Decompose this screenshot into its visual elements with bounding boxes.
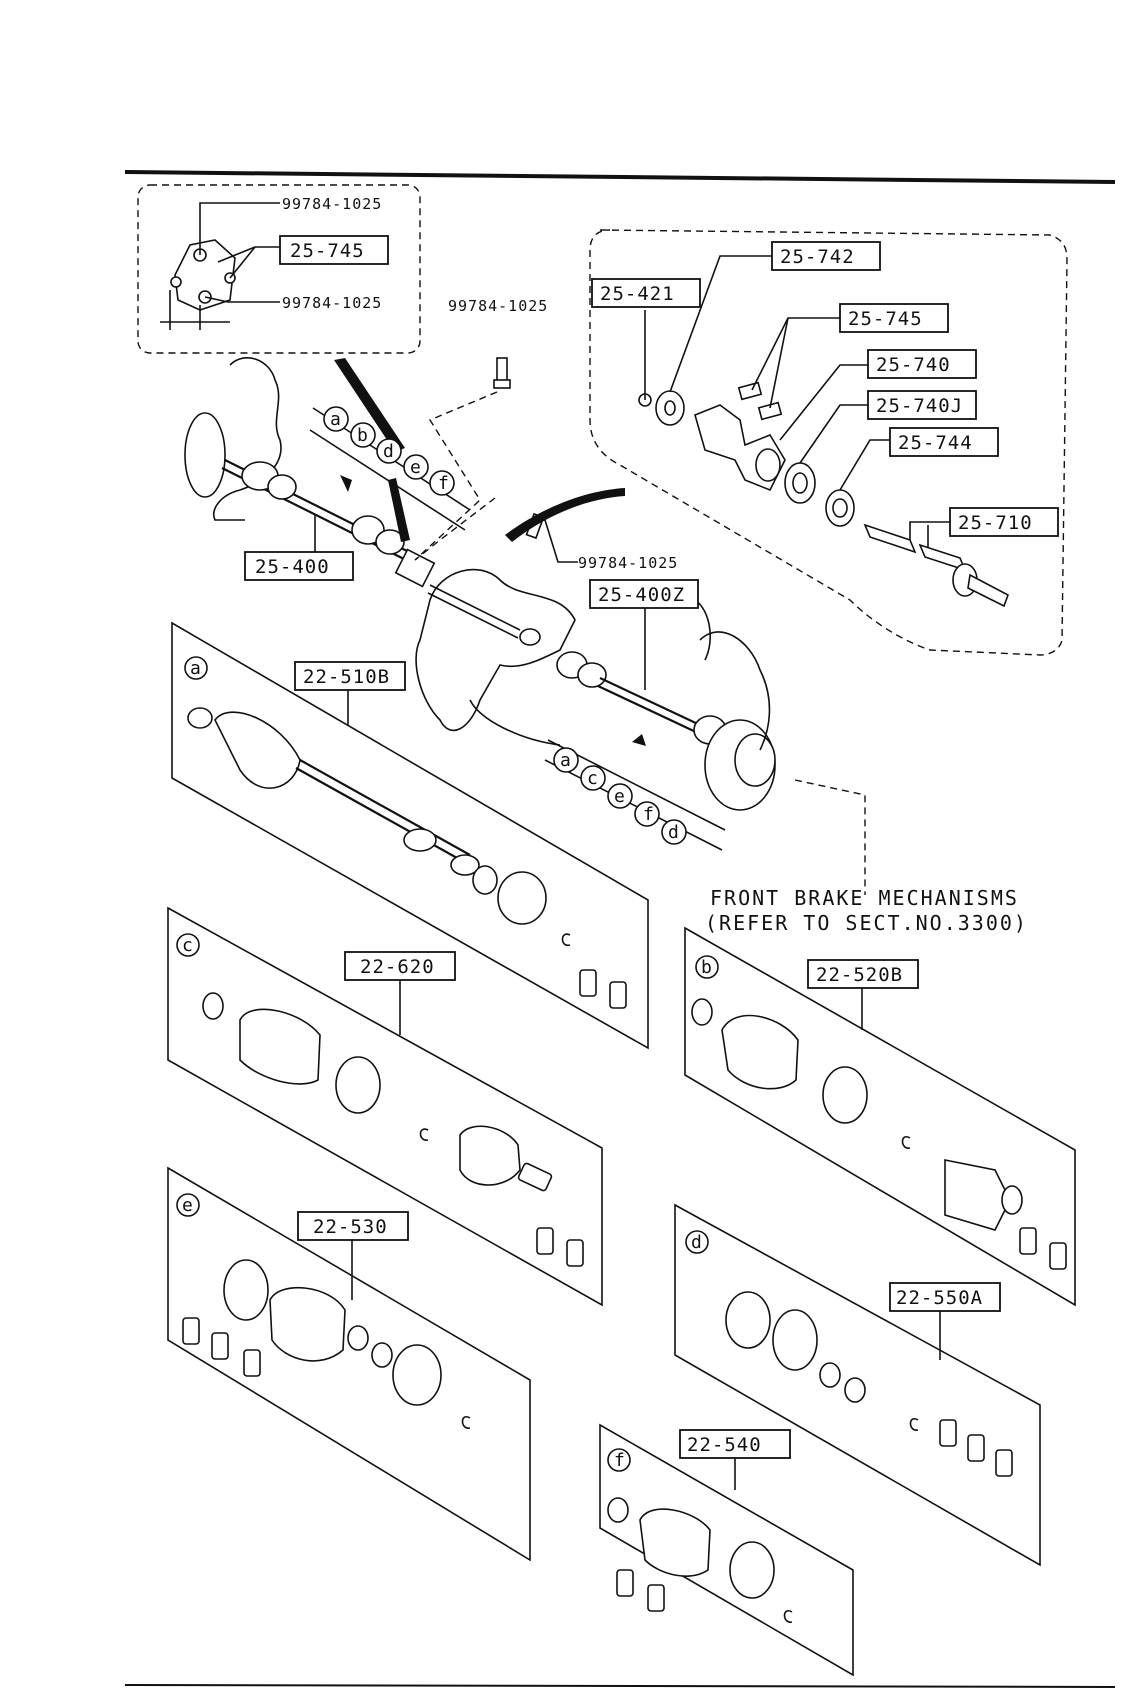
panel-b-part-number: 22-520B [816,964,903,986]
inset-lower-bolt-label: 99784-1025 [282,294,382,312]
left-driveshaft-part-number: 25-400 [255,556,330,578]
seal-part-number: 25-744 [898,432,973,454]
center-mid-bolt-label: 99784-1025 [578,554,678,572]
washer-part-number: 25-742 [780,246,855,268]
bearing-inset [589,229,1068,656]
kit-letter-right-4: f [643,804,654,825]
panel-e-letter: e [182,1195,193,1216]
kit-letters-right [544,739,726,851]
kit-panel-b [684,926,1076,1307]
bearing-bracket-part-number: 25-745 [848,308,923,330]
kit-panel-a [171,621,649,1050]
kit-letters-left [309,406,471,531]
kit-letter-right-5: d [668,822,679,843]
kit-letter-left-2: b [357,425,368,446]
kit-letter-right-3: e [614,786,625,807]
kit-letter-left-3: d [383,441,394,462]
panel-a-part-number: 22-510B [303,666,390,688]
panel-c-part-number: 22-620 [360,956,435,978]
right-driveshaft-part-number: 25-400Z [598,584,685,606]
joint-shaft-part-number: 25-710 [958,512,1033,534]
inset-upper-bolt-label: 99784-1025 [282,195,382,213]
bearing-kit-part-number: 25-740J [876,395,963,417]
bracket-inset [137,184,421,354]
panel-a-letter: a [190,658,201,679]
panel-f-letter: f [614,1450,625,1471]
panel-c-letter: c [182,935,193,956]
panel-f-part-number: 22-540 [687,1434,762,1456]
panel-e-part-number: 22-530 [313,1216,388,1238]
bearing-housing-part-number: 25-740 [876,354,951,376]
kit-panel-f [599,1423,854,1677]
seal-clip-part-number: 25-421 [600,283,675,305]
kit-panel-d [674,1203,1041,1567]
kit-letter-left-4: e [410,457,421,478]
brake-note-line-2: (REFER TO SECT.NO.3300) [705,911,1028,935]
center-assembly-drawing [184,356,866,895]
bottom-rule [124,1684,1116,1688]
kit-letter-left-1: a [330,409,341,430]
top-rule [124,170,1116,184]
kit-panel-e [167,1166,531,1562]
kit-letter-right-1: a [560,750,571,771]
kit-letter-right-2: c [587,768,598,789]
kit-panel-c [167,906,603,1307]
inset-pointer-arrow [334,358,405,452]
inset-bracket-part-number: 25-745 [290,240,365,262]
panel-d-letter: d [691,1232,702,1253]
panel-b-letter: b [701,957,712,978]
kit-letter-left-5: f [438,473,449,494]
panel-d-part-number: 22-550A [896,1287,983,1309]
center-top-bolt-label: 99784-1025 [448,297,548,315]
brake-note-line-1: FRONT BRAKE MECHANISMS [710,886,1019,910]
